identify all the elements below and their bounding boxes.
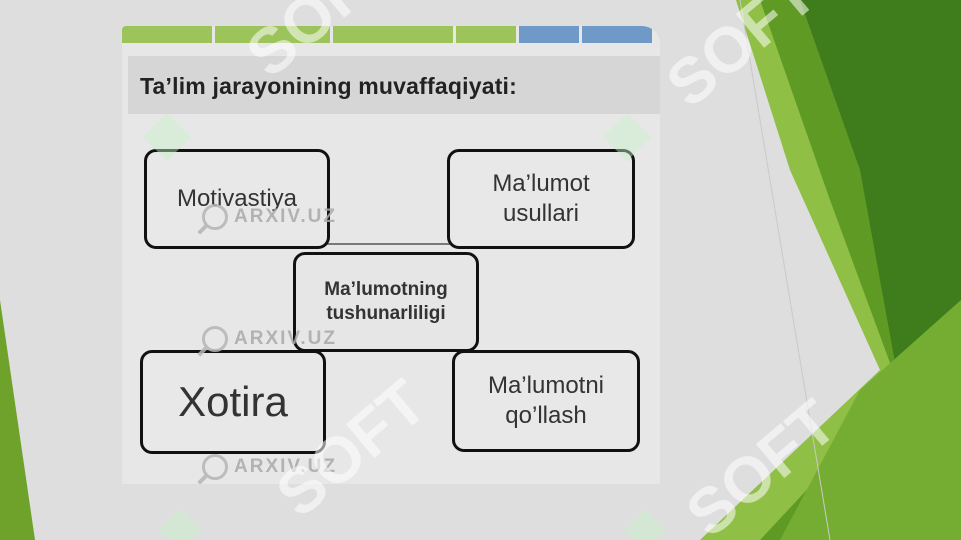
strip-segment	[333, 26, 453, 43]
magnifier-icon	[202, 454, 228, 480]
strip-segment	[582, 26, 652, 43]
node-motivation: Motivastiya	[144, 149, 330, 249]
watermark: ARXIV.UZ	[202, 204, 337, 230]
watermark: ARXIV.UZ	[202, 454, 337, 480]
strip-segment	[519, 26, 579, 43]
node-memory: Xotira	[140, 350, 326, 454]
strip-segment	[456, 26, 516, 43]
magnifier-icon	[202, 204, 228, 230]
right-green-shape-bottom	[780, 300, 961, 540]
strip-segment	[122, 26, 212, 43]
right-green-shape-dark	[800, 0, 961, 420]
top-color-strip	[122, 26, 660, 43]
strip-segment	[215, 26, 330, 43]
watermark: ARXIV.UZ	[202, 326, 337, 352]
diagram-title: Ta’lim jarayonining muvaffaqiyati:	[140, 73, 518, 99]
left-green-shape	[0, 300, 35, 540]
title-band: Ta’lim jarayonining muvaffaqiyati:	[128, 56, 660, 114]
magnifier-icon	[202, 326, 228, 352]
node-center-comprehensibility: Ma’lumotning tushunarliligi	[293, 252, 479, 352]
diagram-figure: Ta’lim jarayonining muvaffaqiyati: Motiv…	[122, 26, 660, 484]
node-information-methods: Ma’lumot usullari	[447, 149, 635, 249]
node-information-application: Ma’lumotni qo’llash	[452, 350, 640, 452]
